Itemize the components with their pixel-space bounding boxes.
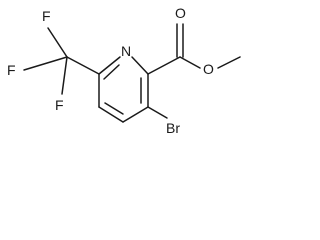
bond-c2-ester [147, 56, 181, 75]
bond-cf3-f3 [61, 56, 68, 95]
bond-c3-br [147, 106, 168, 119]
bond-c4-c5-inner [104, 102, 124, 115]
bond-n-c2 [131, 56, 149, 75]
bond-c3-c4 [122, 106, 149, 123]
atom-f-bottom: F [55, 97, 64, 113]
bond-o-methyl [217, 56, 241, 69]
bond-ester-o [179, 56, 201, 69]
chemical-structure: F F F N O O Br [7, 5, 241, 136]
bond-c6-cf3 [66, 56, 100, 75]
bond-c4-c5 [98, 106, 124, 123]
atom-bromine: Br [166, 120, 180, 136]
bond-cf3-f1 [47, 27, 68, 58]
bond-cf3-f2 [23, 56, 68, 71]
atom-f-top: F [42, 8, 51, 24]
bond-c6-n [98, 56, 121, 75]
atom-f-left: F [7, 62, 16, 78]
atom-oxygen-ester: O [203, 61, 214, 77]
bond-c6-n-inner [103, 64, 120, 80]
atom-oxygen-carbonyl: O [175, 5, 186, 21]
atom-nitrogen: N [121, 43, 131, 59]
